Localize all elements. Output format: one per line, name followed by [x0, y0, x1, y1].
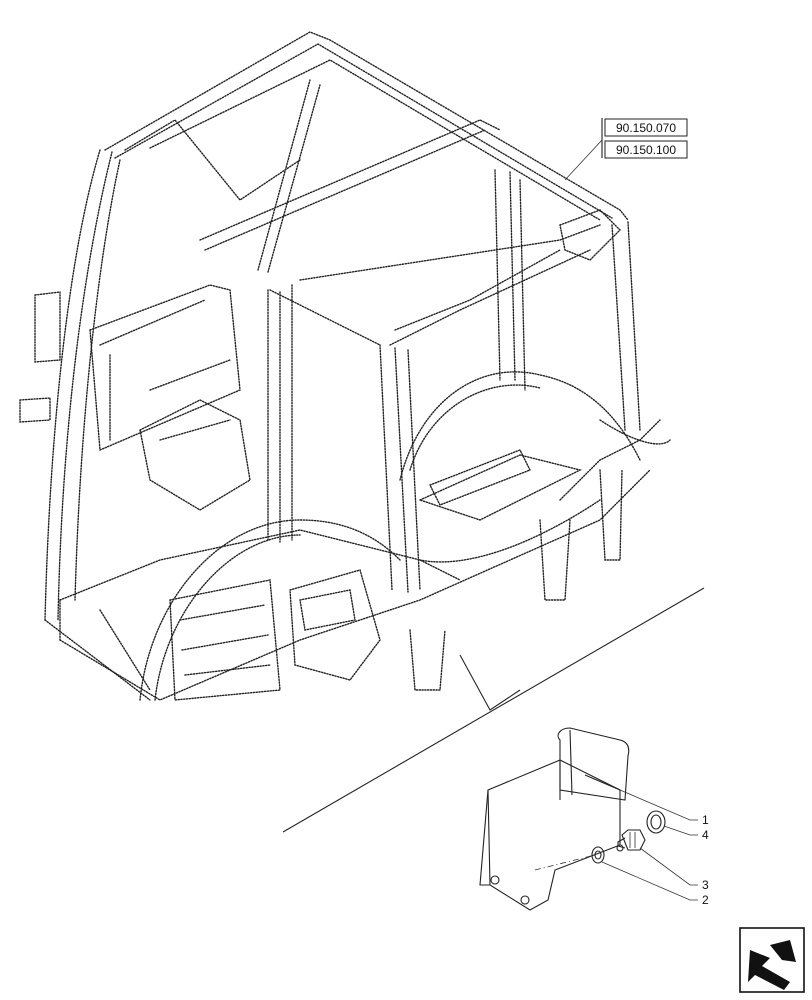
callout-2[interactable]: 2 — [702, 893, 709, 907]
detail-part-fitting — [591, 810, 666, 864]
detail-pointer — [282, 587, 705, 833]
reference-labels: 90.150.070 90.150.100 — [564, 118, 688, 181]
callout-4[interactable]: 4 — [702, 828, 709, 842]
navigation-arrow-icon[interactable] — [739, 927, 805, 993]
cab-frame — [19, 31, 671, 701]
detail-part-bracket — [479, 727, 630, 911]
reference-label-2[interactable]: 90.150.100 — [616, 143, 676, 157]
callout-leaders — [601, 789, 698, 901]
callout-1[interactable]: 1 — [702, 813, 709, 827]
reference-label-1[interactable]: 90.150.070 — [616, 121, 676, 135]
callout-3[interactable]: 3 — [702, 878, 709, 892]
